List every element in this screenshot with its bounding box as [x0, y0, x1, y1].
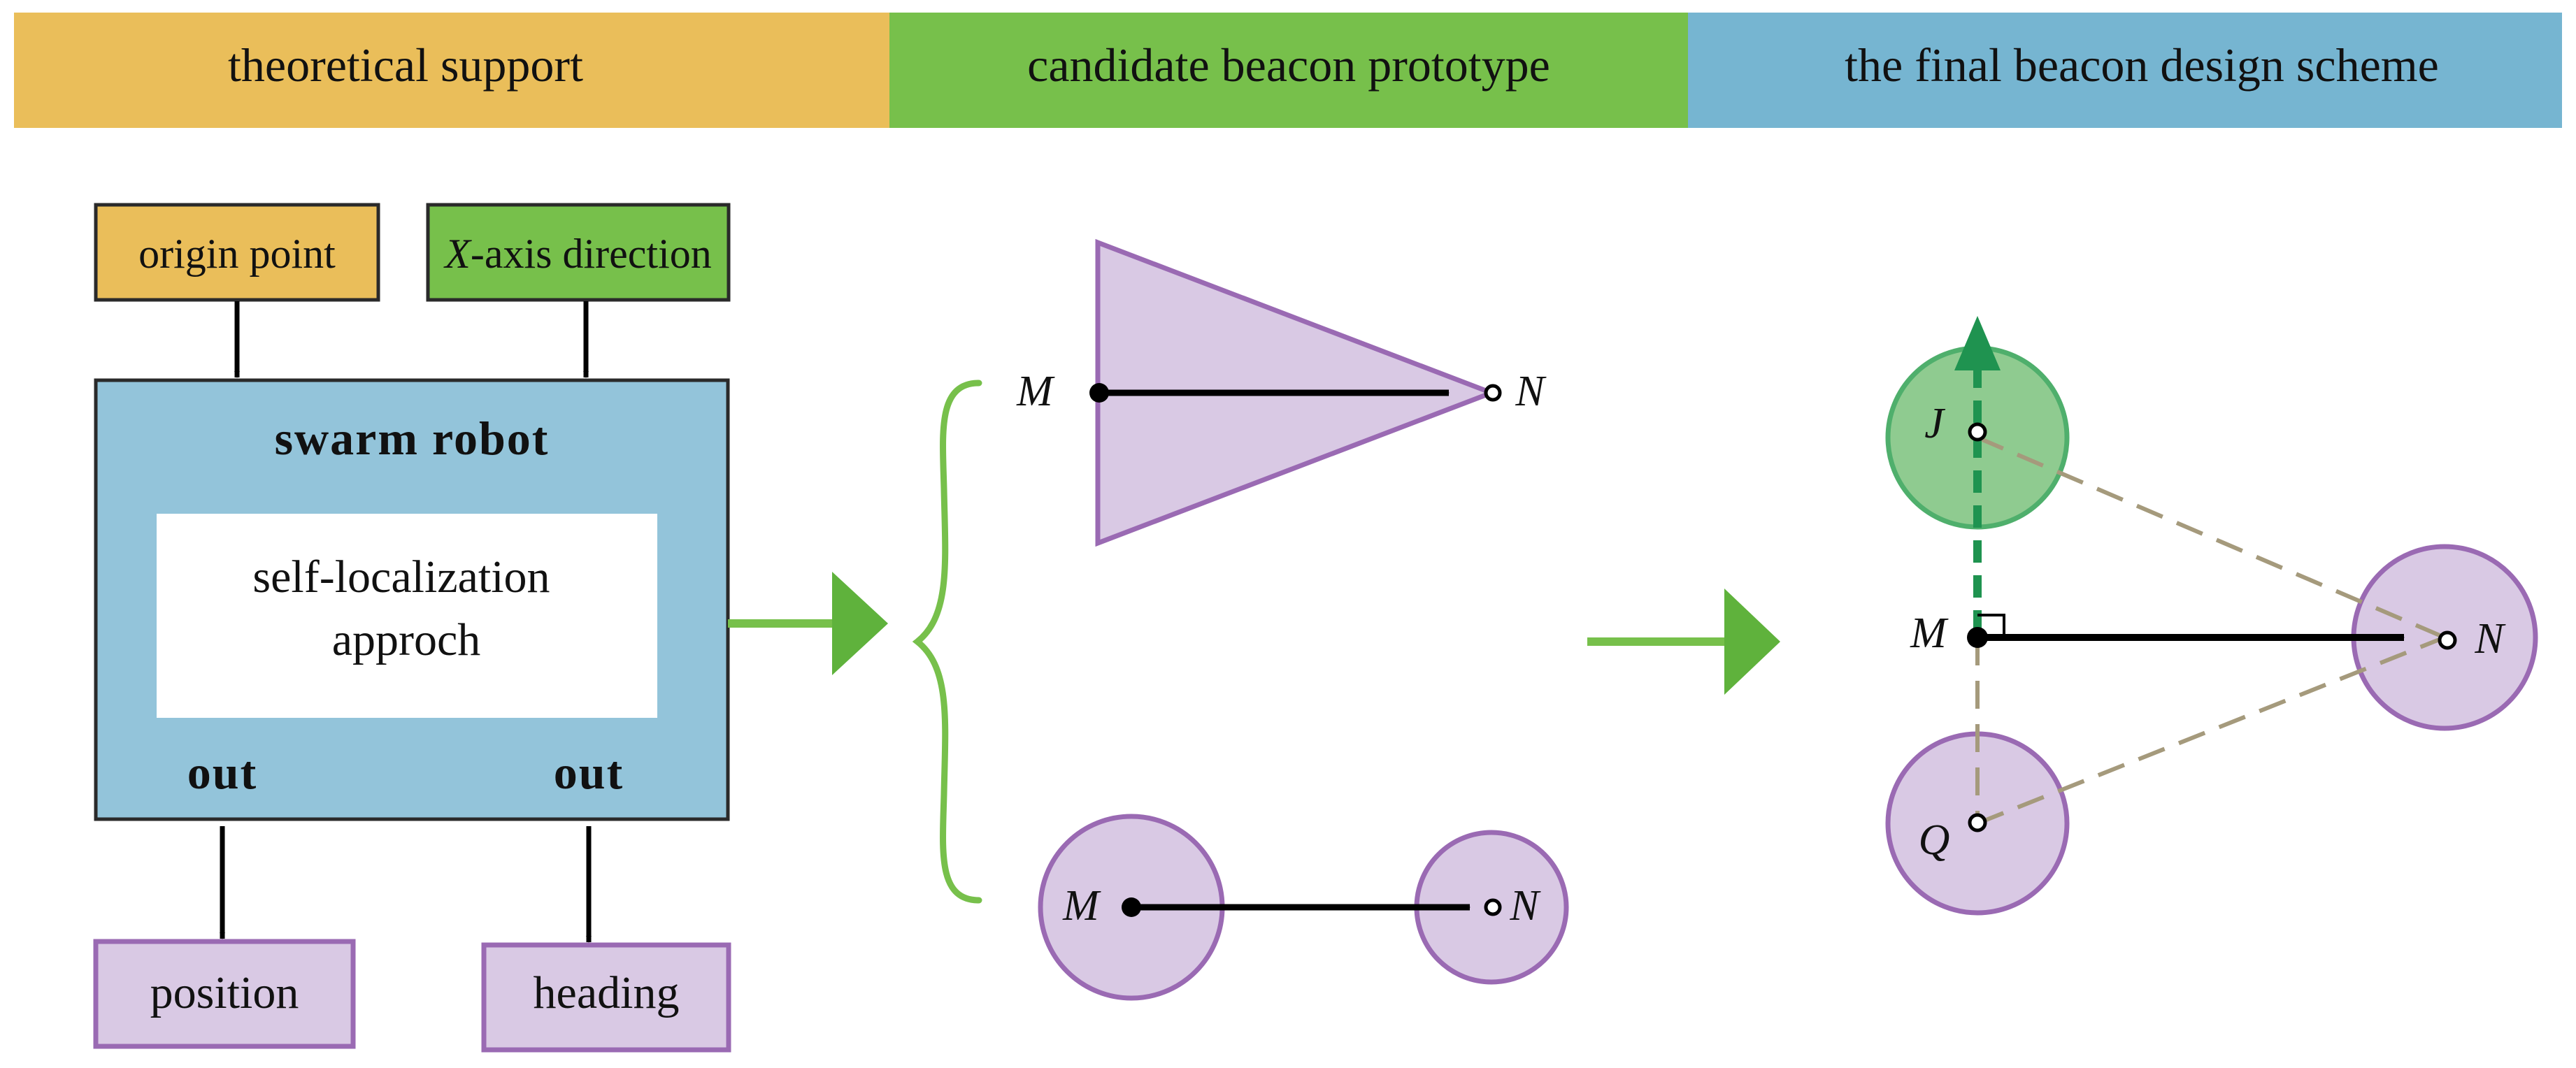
- triangle-label-n: N: [1515, 368, 1547, 415]
- final-point-m: [1967, 627, 1988, 648]
- transition-arrow-2-shaft: [1587, 637, 1727, 646]
- header-title-theoretical: theoretical support: [228, 38, 583, 92]
- transition-arrow-1-shaft: [728, 619, 834, 628]
- final-label-q: Q: [1919, 816, 1950, 864]
- header-title-candidate: candidate beacon prototype: [1027, 38, 1550, 92]
- transition-arrow-1: [728, 572, 888, 675]
- header-section-theoretical: [14, 13, 889, 128]
- candidate-section: M N M N: [912, 238, 1569, 1001]
- origin-point-label: origin point: [138, 231, 336, 277]
- final-point-n: [2438, 630, 2457, 650]
- circle-label-m: M: [1062, 882, 1101, 930]
- self-localization-line2: approch: [332, 614, 481, 665]
- final-label-j: J: [1924, 400, 1945, 447]
- x-axis-suffix: -axis direction: [471, 231, 712, 277]
- swarm-robot-title: swarm robot: [275, 412, 550, 465]
- dashed-green-arrowhead: [1954, 316, 2001, 370]
- self-localization-box: [157, 514, 657, 718]
- header-section-candidate: [889, 13, 1688, 128]
- robot-out-left: out: [187, 746, 257, 799]
- right-angle-marker: [1977, 614, 2005, 637]
- final-label-m: M: [1910, 609, 1949, 657]
- circle-point-n: [1484, 898, 1502, 916]
- circle-label-n: N: [1509, 882, 1541, 930]
- x-axis-direction-label: X-axis direction: [443, 231, 712, 277]
- header-title-final: the final beacon design scheme: [1845, 38, 2439, 92]
- circle-point-m: [1122, 897, 1141, 917]
- heading-label: heading: [534, 967, 680, 1018]
- origin-point-box: [94, 203, 380, 302]
- final-point-q: [1968, 813, 1987, 832]
- x-axis-direction-box: [426, 203, 731, 302]
- robot-out-right: out: [554, 746, 624, 799]
- triangle-point-n: [1484, 384, 1502, 402]
- header-section-final: [1688, 13, 2562, 128]
- x-axis-symbol: X: [443, 231, 472, 277]
- final-label-n: N: [2474, 615, 2506, 663]
- transition-arrow-2-head: [1724, 589, 1780, 695]
- curly-brace: [912, 380, 982, 904]
- position-box: [93, 939, 356, 1049]
- position-label: position: [150, 967, 299, 1018]
- final-section: J M Q N: [1885, 316, 2538, 916]
- triangle-label-m: M: [1016, 368, 1055, 415]
- transition-arrow-2: [1587, 589, 1780, 695]
- heading-box: [481, 942, 731, 1053]
- triangle-point-m: [1089, 383, 1109, 403]
- final-point-j: [1968, 422, 1987, 442]
- self-localization-line1: self-localization: [252, 551, 550, 602]
- theoretical-section: origin point X-axis direction swarm robo…: [93, 203, 731, 1053]
- transition-arrow-1-head: [832, 572, 888, 675]
- header-band: theoretical support candidate beacon pro…: [14, 13, 2562, 128]
